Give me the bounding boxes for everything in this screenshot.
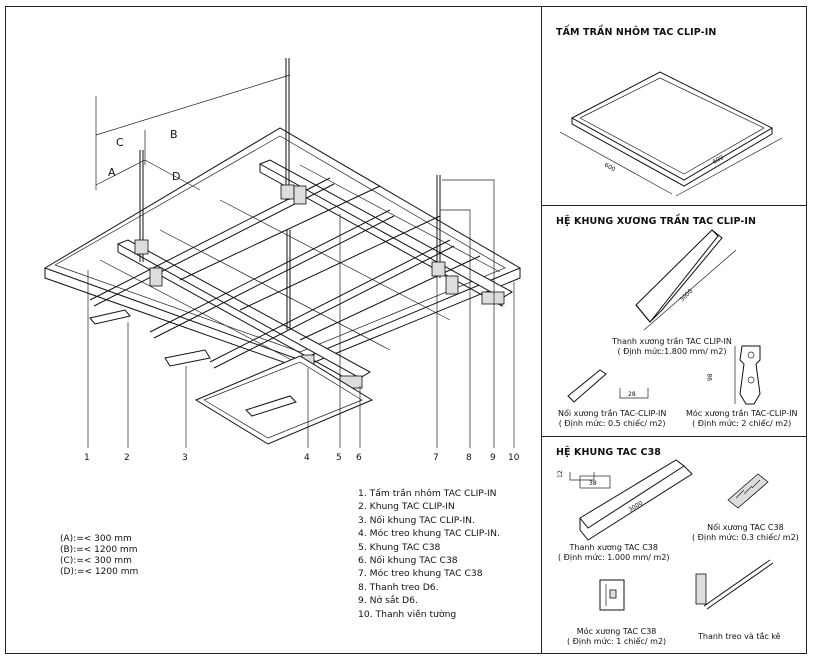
callout-5: 5 [336,453,342,463]
c38-rail-caption: Thanh xương TAC C38( Định mức: 1.000 mm/… [558,543,670,562]
dimension-note: (D):=< 1200 mm [60,567,139,577]
clip-in-hook-caption: Móc xương trần TAC-CLIP-IN( Định mức: 2 … [686,409,798,428]
legend-item: 10. Thanh viền tường [358,608,457,620]
dimension-notes: (A):=< 300 mm (B):=< 1200 mm (C):=< 300 … [60,534,138,578]
dim-label-d: D [172,170,180,183]
c38-rod-caption: Thanh treo và tắc kê [698,632,781,641]
c38-section-title: HỆ KHUNG TAC C38 [556,447,661,458]
dim-label-c: C [116,136,124,149]
exploded-parts [89,309,374,445]
dimension-note: (A):=< 300 mm [60,534,132,544]
panel-divider-1 [541,205,807,206]
panel-dim-a: 600 [603,162,617,174]
c38-joint-caption: Nối xương TAC C38( Định mức: 0.3 chiếc/ … [692,523,799,542]
legend-item: 7. Móc treo khung TAC C38 [358,568,483,580]
panel-dim-b: 600 [712,154,726,166]
dimension-note: (B):=< 1200 mm [60,545,138,555]
legend-item: 4. Móc treo khung TAC CLIP-IN. [358,528,500,540]
panel-section-title: TẤM TRẦN NHÔM TAC CLIP-IN [556,27,717,38]
component-legend: 1. Tấm trần nhôm TAC CLIP-IN 2. Khung TA… [358,487,500,621]
legend-item: 6. Nối khung TAC C38 [358,555,458,567]
panel-divider-2 [541,436,807,437]
c38-dim-38: 38 [589,480,597,487]
callout-4: 4 [304,453,310,463]
panel-divider-vertical [541,6,542,654]
callout-leaders [87,179,515,448]
callout-6: 6 [356,453,362,463]
legend-item: 9. Nở sắt D6. [358,595,418,607]
callout-10: 10 [508,453,520,463]
dimension-lines [95,74,291,191]
legend-item: 5. Khung TAC C38 [358,541,441,553]
callout-2: 2 [124,453,130,463]
legend-item: 1. Tấm trần nhôm TAC CLIP-IN [358,488,497,499]
dim-label-a: A [108,166,116,179]
c38-hook-caption: Móc xương TAC C38( Định mức: 1 chiếc/ m2… [567,627,667,646]
legend-item: 8. Thanh treo D6. [358,581,439,593]
legend-item: 2. Khung TAC CLIP-IN [358,501,455,513]
callout-3: 3 [182,453,188,463]
callout-9: 9 [490,453,496,463]
clip-in-joint-caption: Nối xương trần TAC-CLIP-IN( Định mức: 0.… [558,409,667,428]
frame-section-title: HỆ KHUNG XƯƠNG TRẦN TAC CLIP-IN [556,216,757,227]
callout-7: 7 [433,453,439,463]
clip-in-hook-height: 98 [707,373,714,381]
c38-rail-length: 3000 [627,500,644,514]
c38-dim-12: 12 [557,470,564,478]
dimension-note: (C):=< 300 mm [60,556,132,566]
legend-item: 3. Nối khung TAC CLIP-IN. [358,514,475,526]
callout-8: 8 [466,453,472,463]
clip-in-joint-width: 28 [628,391,636,398]
clip-in-rail-caption: Thanh xương trần TAC CLIP-IN( Định mức:1… [612,337,732,356]
drawing-frame [5,6,807,654]
callout-1: 1 [84,453,90,463]
dim-label-b: B [170,128,178,141]
